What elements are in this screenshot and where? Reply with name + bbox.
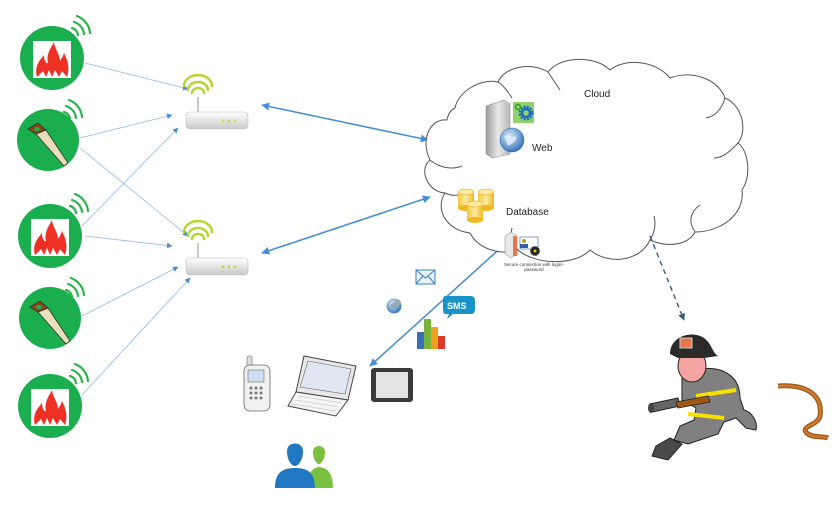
fire-icon	[36, 42, 69, 77]
router1-cloud-link	[261, 102, 429, 143]
link-s1-r1	[84, 62, 189, 91]
database-label: Database	[506, 207, 549, 218]
database[interactable]	[457, 188, 495, 223]
sensor-chainsaw-2[interactable]	[19, 276, 86, 349]
router-2[interactable]	[182, 219, 249, 276]
router-1[interactable]	[182, 73, 249, 130]
cloud-label: Cloud	[584, 89, 611, 100]
web-server[interactable]	[485, 99, 534, 159]
users-icon	[275, 443, 333, 488]
wireless-waves-icon	[68, 362, 90, 385]
fire-icon	[34, 390, 67, 425]
sms-icon	[443, 296, 475, 319]
web-link-notification	[386, 298, 402, 314]
link-s5-r2	[81, 277, 191, 396]
link-s2-r2	[79, 147, 189, 237]
fire-icon	[34, 220, 67, 255]
wireless-waves-icon	[64, 276, 86, 299]
sensor-fire-2[interactable]	[18, 192, 90, 268]
link-s4-r2	[81, 266, 179, 317]
wireless-waves-icon	[70, 14, 92, 37]
wireless-waves-icon	[68, 192, 90, 215]
bar-chart-icon	[417, 319, 445, 349]
firefighter	[648, 334, 830, 461]
database-icon	[457, 188, 495, 223]
mobile-phone[interactable]	[243, 355, 271, 412]
cloud-clients-link	[369, 243, 506, 367]
laptop[interactable]	[287, 355, 357, 417]
alert-link	[649, 235, 685, 321]
uplinks	[261, 102, 506, 367]
link-s3-r2	[84, 235, 173, 249]
saw-icon	[29, 300, 71, 345]
secure-connection	[504, 231, 541, 259]
router-icon	[185, 111, 249, 130]
sensor-chainsaw-1[interactable]	[17, 98, 84, 171]
secure-connection-label: Secure connection with login+ password	[504, 262, 564, 272]
firefighter-icon	[673, 367, 757, 445]
saw-icon	[27, 122, 69, 167]
sms-label: SMS	[447, 301, 467, 311]
sms-notification: SMS	[443, 296, 475, 319]
wireless-waves-icon	[62, 98, 84, 121]
link-s2-r1	[79, 113, 173, 139]
gear-icon	[514, 103, 534, 121]
router2-cloud-link	[261, 195, 431, 255]
sensor-fire-1[interactable]	[20, 14, 92, 90]
sensor-fire-3[interactable]	[18, 362, 90, 438]
wifi-signal-icon	[182, 219, 214, 241]
sensor-links	[79, 62, 191, 396]
email-notification	[415, 269, 436, 285]
router-icon	[185, 257, 249, 276]
link-s3-r1	[81, 127, 179, 227]
wifi-signal-icon	[182, 73, 214, 95]
web-label: Web	[532, 143, 553, 154]
tablet[interactable]	[371, 368, 413, 402]
